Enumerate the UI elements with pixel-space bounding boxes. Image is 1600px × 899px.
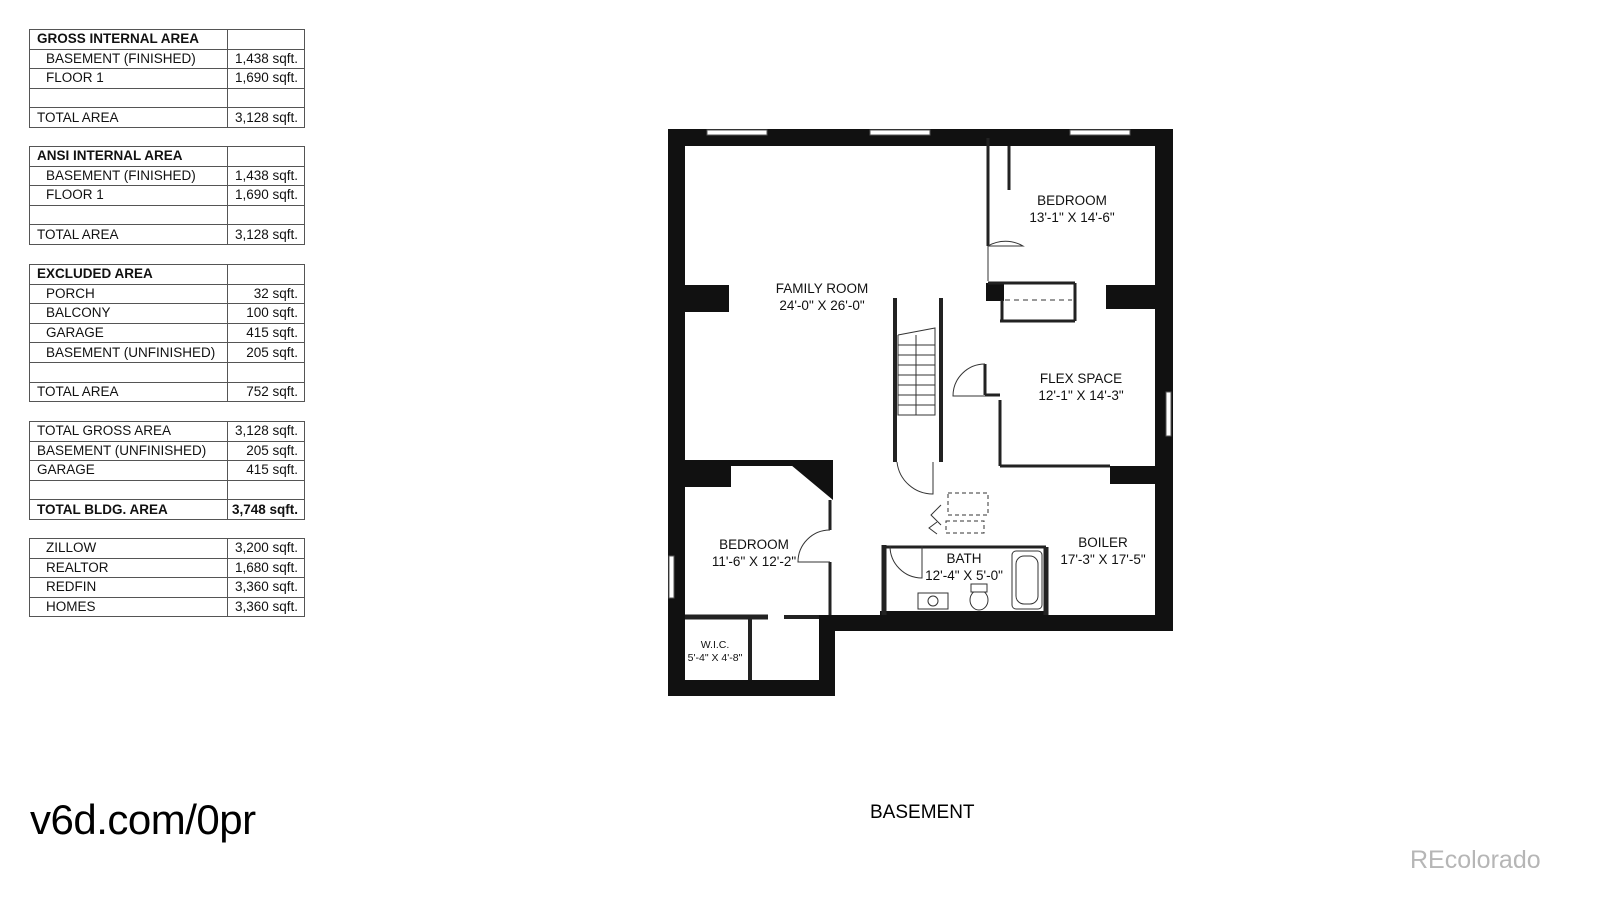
room-name-family: FAMILY ROOM: [776, 281, 869, 296]
column-flex-north: [1106, 285, 1156, 309]
table-total-label: TOTAL AREA: [29, 107, 228, 128]
column-bedroom-ne: [986, 283, 1004, 301]
outer-wall-south-west: [668, 680, 835, 696]
stairs: [897, 327, 936, 416]
table-total-value: 3,748 sqft.: [227, 499, 305, 520]
brand-watermark: REcolorado: [1410, 846, 1541, 874]
outer-wall-south-step: [819, 615, 835, 696]
table-total-value: 3,128 sqft.: [227, 224, 305, 245]
room-labels: FAMILY ROOM 24'-0" X 26'-0" BEDROOM 13'-…: [688, 193, 1146, 664]
table-row-label: TOTAL GROSS AREA: [29, 421, 228, 442]
table-row-value: 100 sqft.: [227, 303, 305, 324]
table-total-label: TOTAL BLDG. AREA: [29, 499, 228, 520]
windows: [668, 129, 1172, 599]
table-row-value: 32 sqft.: [227, 283, 305, 305]
room-dims-family: 24'-0" X 26'-0": [779, 298, 864, 313]
table-row-value: 3,360 sqft.: [227, 596, 305, 618]
room-name-flex: FLEX SPACE: [1040, 371, 1122, 386]
outer-wall-north: [668, 129, 1173, 146]
wall-bedroom-sw-block: [685, 460, 731, 487]
table-row-value: 205 sqft.: [227, 342, 305, 363]
wall-bath-south: [880, 611, 1046, 619]
room-dims-boiler: 17'-3" X 17'-5": [1060, 552, 1145, 567]
table-row-label: BALCONY: [29, 303, 228, 324]
wall-bedroom-sw-north: [685, 460, 833, 466]
door-swings: [797, 240, 1072, 579]
wall-bedroom-sw-corner: [785, 460, 833, 500]
floor-name-label: BASEMENT: [870, 802, 975, 823]
table-row-label: BASEMENT (FINISHED): [29, 165, 228, 187]
table-row-label: GARAGE: [29, 322, 228, 344]
table-total-label: TOTAL AREA: [29, 381, 228, 403]
table-row-value: 1,680 sqft.: [227, 557, 305, 579]
room-dims-bedroom-ne: 13'-1" X 14'-6": [1029, 210, 1114, 225]
table-title: ANSI INTERNAL AREA: [29, 146, 228, 167]
room-dims-flex: 12'-1" X 14'-3": [1038, 388, 1123, 403]
table-row-value: 415 sqft.: [227, 460, 305, 481]
short-url-link[interactable]: v6d.com/0pr: [30, 796, 256, 843]
table-row-label: HOMES: [29, 596, 228, 618]
table-row-value: 1,438 sqft.: [227, 165, 305, 187]
interior-walls: [685, 138, 1110, 680]
toilet-icon: [969, 589, 989, 611]
room-name-bedroom-sw: BEDROOM: [719, 537, 789, 552]
column-west: [685, 285, 729, 312]
room-dims-wic: 5'-4" X 4'-8": [688, 652, 743, 664]
room-dims-bath: 12'-4" X 5'-0": [925, 568, 1003, 583]
room-name-bedroom-ne: BEDROOM: [1037, 193, 1107, 208]
table-total-value: 3,128 sqft.: [227, 107, 305, 128]
outer-wall-east: [1155, 129, 1173, 631]
bath-fixtures: [917, 550, 1043, 611]
room-name-wic: W.I.C.: [701, 639, 730, 651]
outer-wall-west: [668, 129, 685, 696]
table-row-value: 3,128 sqft.: [227, 421, 305, 442]
gross-internal-area-table: GROSS INTERNAL AREA BASEMENT (FINISHED)1…: [29, 29, 305, 128]
column-flex-south: [1110, 466, 1156, 484]
table-total-value: 752 sqft.: [227, 381, 305, 403]
walls: [668, 129, 1173, 696]
room-name-bath: BATH: [946, 551, 981, 566]
room-dims-bedroom-sw: 11'-6" X 12'-2": [712, 554, 796, 569]
room-name-boiler: BOILER: [1078, 535, 1128, 550]
table-row-value: 1,690 sqft.: [227, 68, 305, 89]
ansi-internal-area-table: ANSI INTERNAL AREA BASEMENT (FINISHED)1,…: [29, 146, 305, 245]
